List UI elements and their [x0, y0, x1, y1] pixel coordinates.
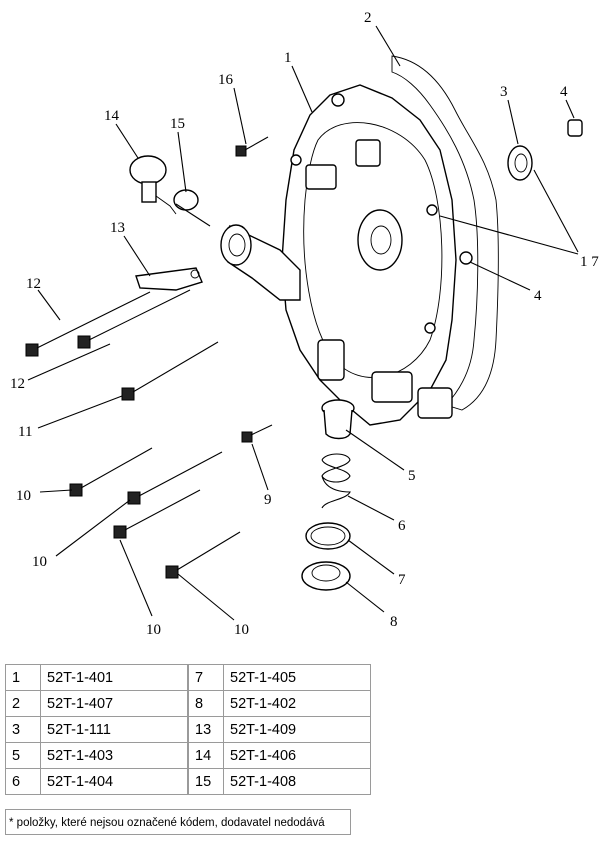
part-number: 14 — [188, 742, 224, 769]
callout-10-c: 10 — [146, 622, 161, 638]
drain-plug-part-8 — [301, 561, 351, 591]
bolt-part-9 — [241, 424, 273, 443]
callout-12-upper: 12 — [26, 276, 41, 292]
bolt-part-16 — [235, 136, 269, 157]
bolt-part-12-upper — [25, 291, 151, 357]
table-row: 6 52T-1-404 15 52T-1-408 — [5, 768, 371, 795]
gasket-part-2 — [391, 55, 499, 411]
callout-4-top: 4 — [560, 84, 568, 100]
table-row: 2 52T-1-407 8 52T-1-402 — [5, 690, 371, 717]
bolt-part-10-b — [127, 451, 223, 505]
callout-5: 5 — [408, 468, 416, 484]
strainer-part-5 — [321, 399, 355, 440]
bolt-part-12-lower — [77, 289, 191, 349]
crankcase-cover-part-1 — [220, 84, 473, 426]
o-ring-part-7 — [305, 522, 351, 550]
table-row: 1 52T-1-401 7 52T-1-405 — [5, 664, 371, 691]
part-code: 52T-1-405 — [223, 664, 371, 691]
footnote: * položky, které nejsou označené kódem, … — [5, 809, 351, 835]
part-number: 2 — [5, 690, 41, 717]
leader-lines — [27, 25, 579, 621]
part-number: 13 — [188, 716, 224, 743]
callout-8: 8 — [390, 614, 398, 630]
spring-part-6 — [321, 453, 351, 509]
part-number: 5 — [5, 742, 41, 769]
parts-code-table: 1 52T-1-401 7 52T-1-405 2 52T-1-407 8 52… — [5, 664, 371, 795]
callout-17: 1 7 — [580, 254, 599, 270]
part-code: 52T-1-403 — [40, 742, 188, 769]
part-number: 8 — [188, 690, 224, 717]
exploded-parts-diagram: 1 2 3 4 4 1 7 16 14 15 13 12 12 11 10 10… — [10, 10, 599, 638]
o-ring-part-15 — [173, 189, 211, 227]
callout-4-right: 4 — [534, 288, 542, 304]
part-number: 15 — [188, 768, 224, 795]
part-code: 52T-1-407 — [40, 690, 188, 717]
bolt-part-11 — [121, 341, 219, 401]
bolt-part-10-d — [165, 531, 241, 579]
callout-1: 1 — [284, 50, 292, 66]
part-number: 1 — [5, 664, 41, 691]
callout-6: 6 — [398, 518, 406, 534]
callout-10-d: 10 — [234, 622, 249, 638]
part-code: 52T-1-408 — [223, 768, 371, 795]
bolt-part-10-c — [113, 489, 201, 539]
dowel-part-4 — [567, 119, 583, 137]
callout-10-a: 10 — [16, 488, 31, 504]
dipstick-part-14 — [129, 155, 177, 215]
part-number: 6 — [5, 768, 41, 795]
callout-3: 3 — [500, 84, 508, 100]
table-row: 5 52T-1-403 14 52T-1-406 — [5, 742, 371, 769]
part-number: 3 — [5, 716, 41, 743]
callout-16: 16 — [218, 72, 234, 88]
part-code: 52T-1-409 — [223, 716, 371, 743]
part-number: 7 — [188, 664, 224, 691]
callout-9: 9 — [264, 492, 272, 508]
callout-14: 14 — [104, 108, 120, 124]
part-code: 52T-1-406 — [223, 742, 371, 769]
part-code: 52T-1-111 — [40, 716, 188, 743]
callout-11: 11 — [18, 424, 32, 440]
bolt-part-10-a — [69, 447, 153, 497]
callout-7: 7 — [398, 572, 406, 588]
table-row: 3 52T-1-111 13 52T-1-409 — [5, 716, 371, 743]
part-code: 52T-1-401 — [40, 664, 188, 691]
callout-2: 2 — [364, 10, 372, 26]
callout-13: 13 — [110, 220, 125, 236]
part-code: 52T-1-404 — [40, 768, 188, 795]
callout-12-lower: 12 — [10, 376, 25, 392]
bracket-part-13 — [135, 267, 203, 291]
callout-15: 15 — [170, 116, 185, 132]
callout-10-b: 10 — [32, 554, 47, 570]
part-code: 52T-1-402 — [223, 690, 371, 717]
oil-seal-part-3 — [507, 145, 533, 181]
